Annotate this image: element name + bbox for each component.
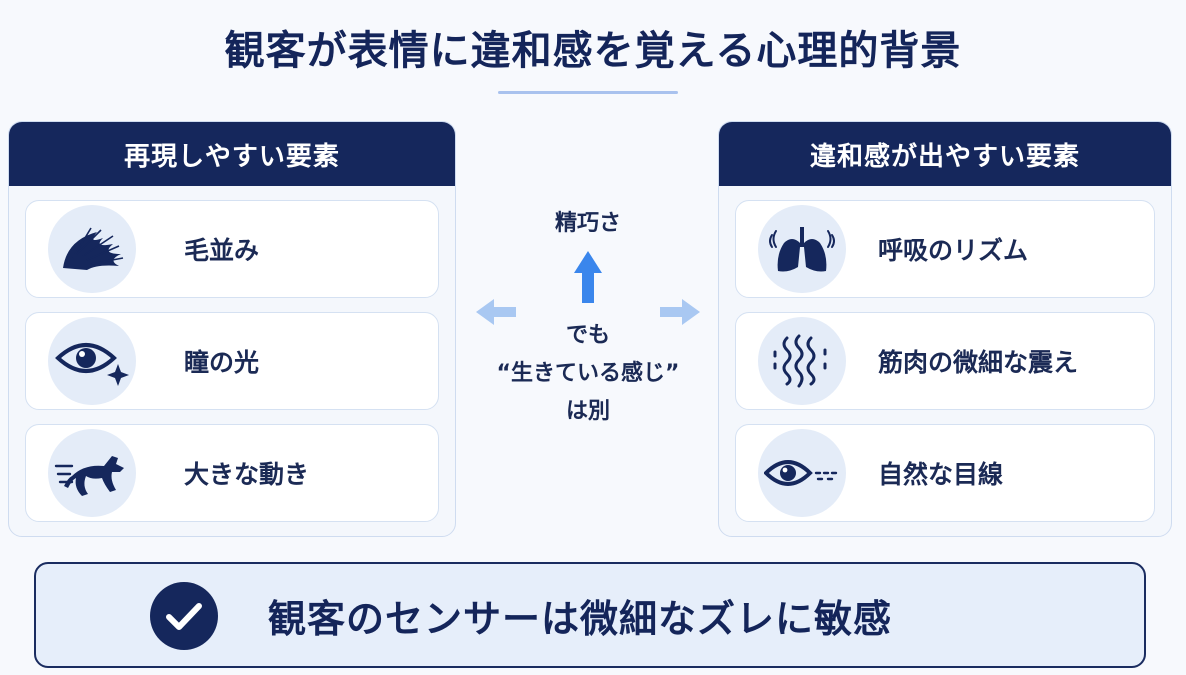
list-item-fur: 毛並み <box>25 200 439 298</box>
tremor-waves-icon <box>758 317 846 405</box>
running-dog-icon <box>48 429 136 517</box>
precision-label: 精巧さ <box>554 211 621 236</box>
eye-sparkle-icon <box>48 317 136 405</box>
arrow-left-icon <box>476 299 516 325</box>
list-item-muscle-tremor: 筋肉の微細な震え <box>735 312 1155 410</box>
arrow-right-icon <box>660 299 700 325</box>
list-item-eye-light: 瞳の光 <box>25 312 439 410</box>
uncanny-elements-panel: 違和感が出やすい要素 呼吸のリズム <box>718 121 1172 537</box>
center-line-1: でも <box>565 323 610 348</box>
eye-gaze-icon <box>758 429 846 517</box>
item-label: 瞳の光 <box>184 348 260 377</box>
direction-arrows <box>476 251 700 325</box>
center-line-2: “生きている感じ” <box>496 361 680 386</box>
list-item-natural-gaze: 自然な目線 <box>735 424 1155 522</box>
check-circle-icon <box>150 582 218 650</box>
page-title: 観客が表情に違和感を覚える心理的背景 <box>224 28 962 74</box>
item-label: 自然な目線 <box>878 460 1004 489</box>
conclusion-message: 観客のセンサーは微細なズレに敏感 <box>268 596 893 641</box>
item-label: 毛並み <box>184 236 260 265</box>
center-line-3: は別 <box>565 399 610 424</box>
reproducible-elements-panel: 再現しやすい要素 毛並み 瞳の光 <box>8 121 456 537</box>
list-item-big-motion: 大きな動き <box>25 424 439 522</box>
item-label: 大きな動き <box>184 460 310 489</box>
panel-header-uncanny: 違和感が出やすい要素 <box>719 122 1171 186</box>
arrow-up-icon <box>574 251 602 303</box>
item-label: 筋肉の微細な震え <box>878 348 1079 377</box>
center-comparison: 精巧さ でも “生きている感じ” は別 <box>460 121 716 537</box>
list-item-breathing: 呼吸のリズム <box>735 200 1155 298</box>
panel-header-reproducible: 再現しやすい要素 <box>9 122 455 186</box>
conclusion-banner: 観客のセンサーは微細なズレに敏感 <box>34 562 1146 668</box>
center-message: でも “生きている感じ” は別 <box>460 317 716 431</box>
lungs-icon <box>758 205 846 293</box>
item-label: 呼吸のリズム <box>878 236 1029 265</box>
fur-icon <box>48 205 136 293</box>
title-underline <box>498 91 678 94</box>
